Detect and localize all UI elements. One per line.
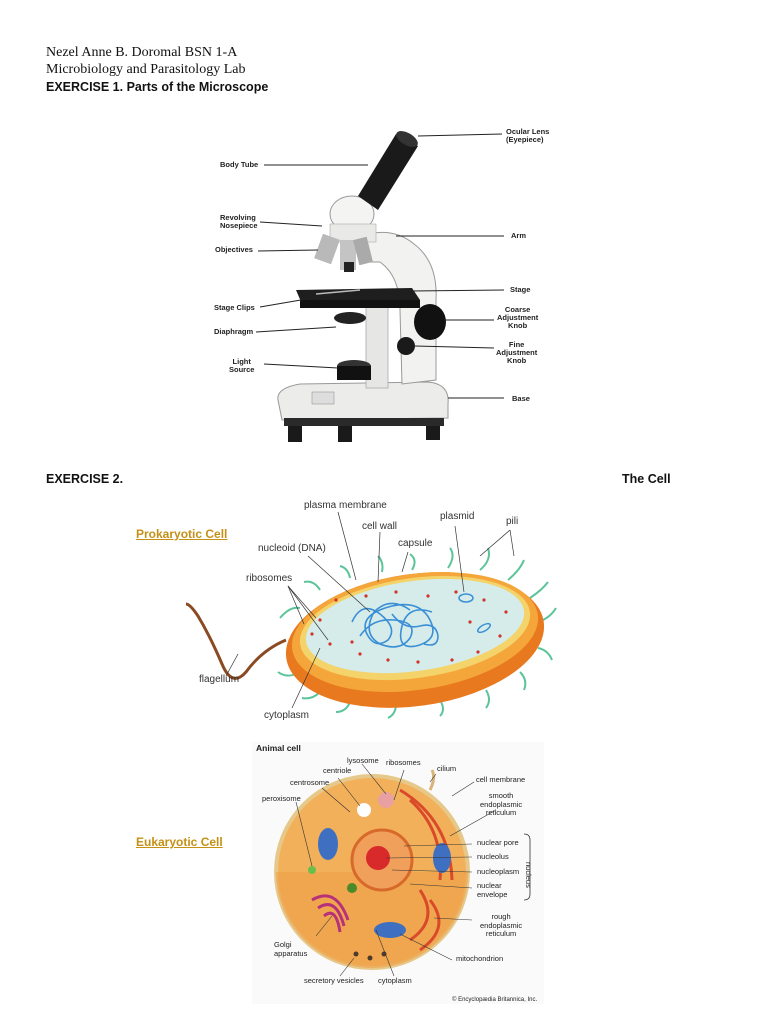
label-peroxisome: peroxisome bbox=[262, 795, 301, 804]
label-smooth-er: smooth endoplasmic reticulum bbox=[480, 792, 522, 818]
label-nuclear-pore: nuclear pore bbox=[477, 839, 519, 848]
label-ribosomes-animal: ribosomes bbox=[386, 759, 421, 768]
label-cytoplasm-animal: cytoplasm bbox=[378, 977, 412, 986]
label-lysosome: lysosome bbox=[347, 757, 379, 766]
animal-cell-title: Animal cell bbox=[256, 744, 301, 753]
label-cell-membrane: cell membrane bbox=[476, 776, 525, 785]
label-nuclear-envelope: nuclear envelope bbox=[477, 882, 507, 899]
label-nucleolus: nucleolus bbox=[477, 853, 509, 862]
label-rough-er: rough endoplasmic reticulum bbox=[480, 913, 522, 939]
label-centriole: centriole bbox=[323, 767, 351, 776]
label-nucleus: nucleus bbox=[524, 862, 533, 888]
label-golgi: Golgi apparatus bbox=[274, 941, 307, 958]
image-credit: © Encyclopædia Britannica, Inc. bbox=[452, 996, 537, 1005]
label-cilium: cilium bbox=[437, 765, 456, 774]
label-secretory-vesicles: secretory vesicles bbox=[304, 977, 364, 986]
label-nucleoplasm: nucleoplasm bbox=[477, 868, 519, 877]
label-centrosome: centrosome bbox=[290, 779, 329, 788]
label-mitochondrion: mitochondrion bbox=[456, 955, 503, 964]
